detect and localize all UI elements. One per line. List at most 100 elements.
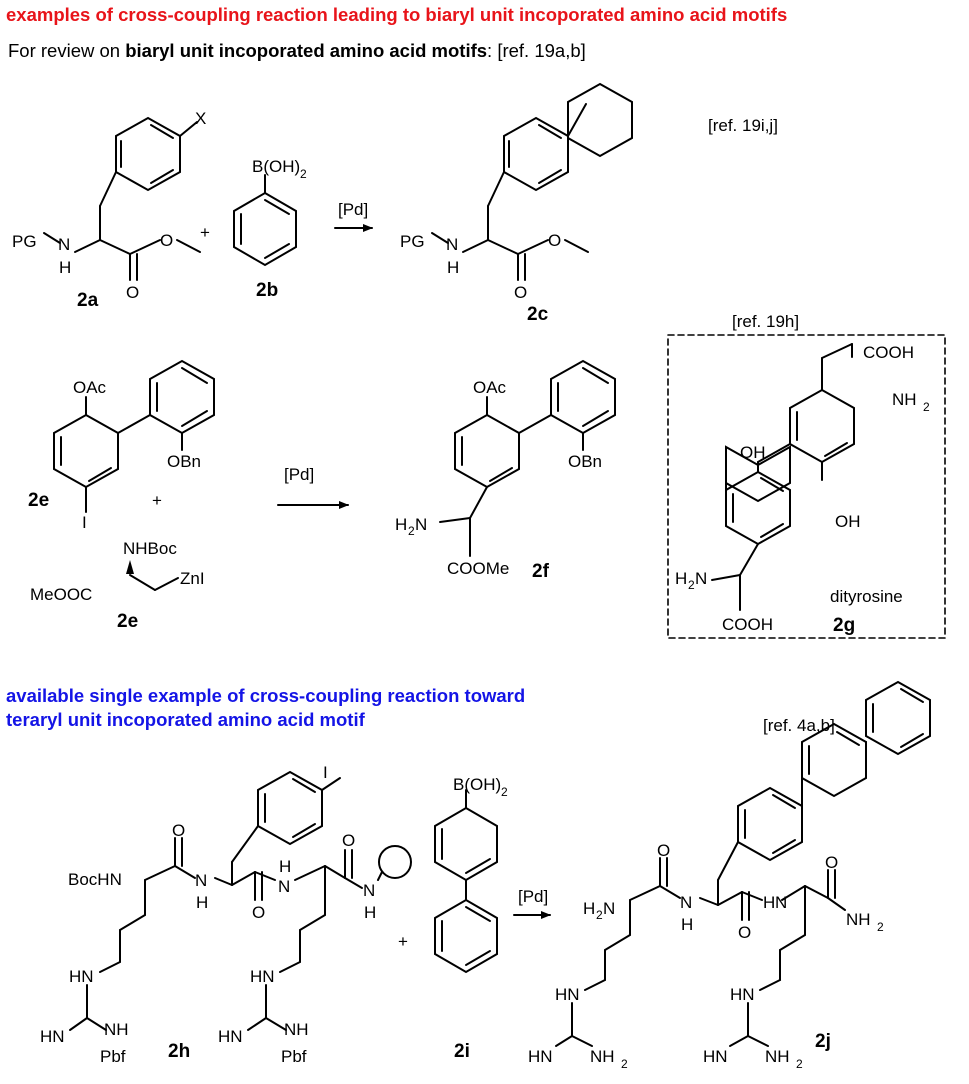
atom-N-2h-3: N <box>363 881 375 900</box>
molecule-2b <box>233 174 297 267</box>
atom-H2N-2g-sub: 2 <box>688 578 695 592</box>
atom-X: X <box>195 109 206 128</box>
atom-H2N-2g: H <box>675 569 687 588</box>
molecule-2f <box>439 359 616 557</box>
molecule-2e-aryl <box>53 359 215 513</box>
atom-BOH-2b-sub: 2 <box>300 167 307 181</box>
atom-PG-2c: PG <box>400 232 425 251</box>
label-2c: 2c <box>527 304 549 325</box>
molecule-2a <box>43 116 201 281</box>
atom-H2N-2j-N: N <box>603 899 615 918</box>
reagent-pd-1: [Pd] <box>338 200 368 219</box>
atom-O-2c-1: O <box>514 283 527 302</box>
atom-PG-2a: PG <box>12 232 37 251</box>
atom-OBn-2e: OBn <box>167 452 201 471</box>
ref-19ij: [ref. 19i,j] <box>708 116 778 135</box>
atom-HN-2h-4: HN <box>218 1027 243 1046</box>
atom-MeOOC: MeOOC <box>30 585 92 604</box>
review-prefix: For review on <box>8 40 126 61</box>
atom-HN-2j-4: HN <box>703 1047 728 1066</box>
label-dityrosine: dityrosine <box>830 587 903 606</box>
atom-O-2c-2: O <box>548 231 561 250</box>
atom-HN-2h-2: HN <box>40 1027 65 1046</box>
atom-H-2j-1: H <box>681 915 693 934</box>
atom-HN-2j-3: HN <box>730 985 755 1004</box>
label-2f: 2f <box>532 561 550 582</box>
atom-NH2-2j-2: NH <box>590 1047 615 1066</box>
label-2j: 2j <box>815 1031 831 1052</box>
section-title-teraryl-1: available single example of cross-coupli… <box>6 685 526 706</box>
atom-HN-2h-1: HN <box>69 967 94 986</box>
molecule-2i <box>434 789 498 974</box>
atom-BOH-2i-sub: 2 <box>501 785 508 799</box>
atom-OAc-2e: OAc <box>73 378 107 397</box>
plus-3: + <box>398 932 408 951</box>
label-2e-bottom: 2e <box>117 611 138 632</box>
atom-H-2h-2: H <box>279 857 291 876</box>
atom-Pbf-2h-1: Pbf <box>100 1047 126 1066</box>
atom-NH2-2j: NH <box>846 910 871 929</box>
atom-NHBoc: NHBoc <box>123 539 177 558</box>
label-2g: 2g <box>833 615 855 636</box>
atom-Pbf-2h-2: Pbf <box>281 1047 307 1066</box>
label-2i: 2i <box>454 1041 470 1062</box>
molecule-2h <box>69 770 412 1031</box>
atom-H2N-2j-sub: 2 <box>596 908 603 922</box>
plus-1: + <box>200 223 210 242</box>
atom-N-2a: N <box>58 235 70 254</box>
atom-O-2a-2: O <box>160 231 173 250</box>
atom-H-2h-1: H <box>196 893 208 912</box>
atom-NH2-2g-top: NH <box>892 390 917 409</box>
atom-N-2j-1: N <box>680 893 692 912</box>
atom-O-2j-2: O <box>738 923 751 942</box>
atom-O-2h-1: O <box>172 821 185 840</box>
atom-ZnI: ZnI <box>180 569 205 588</box>
atom-O-2j-3: O <box>825 853 838 872</box>
atom-NH2-2j-3-sub: 2 <box>796 1057 803 1071</box>
atom-H2N-2f: H <box>395 515 407 534</box>
molecule-2e-zinc <box>126 560 179 591</box>
reagent-pd-2: [Pd] <box>284 465 314 484</box>
atom-H2N-2f-N: N <box>415 515 427 534</box>
review-note: For review on biaryl unit incoporated am… <box>8 40 586 62</box>
atom-O-2h-2: O <box>342 831 355 850</box>
atom-N-2c: N <box>446 235 458 254</box>
atom-COOH-2g-bottom: COOH <box>722 615 773 634</box>
atom-COOMe-2f: COOMe <box>447 559 509 578</box>
atom-H2N-2j: H <box>583 899 595 918</box>
atom-O-2h-3: O <box>252 903 265 922</box>
label-2e-top: 2e <box>28 490 49 511</box>
molecule-2g <box>667 334 946 639</box>
review-suffix: : [ref. 19a,b] <box>487 40 586 61</box>
atom-N-2j-2: N <box>775 893 787 912</box>
atom-NH-2h-1: NH <box>104 1020 129 1039</box>
atom-COOH-2g-top: COOH <box>863 343 914 362</box>
atom-OAc-2f: OAc <box>473 378 507 397</box>
atom-H-2a: H <box>59 258 71 277</box>
atom-NH2-2j-3: NH <box>765 1047 790 1066</box>
atom-NH2-2j-2-sub: 2 <box>621 1057 628 1071</box>
atom-OH-2g-1: OH <box>740 443 766 462</box>
atom-HN-2h-3: HN <box>250 967 275 986</box>
atom-HN-2j-1: HN <box>555 985 580 1004</box>
label-2a: 2a <box>77 290 99 311</box>
atom-I-2e: I <box>82 513 87 532</box>
atom-H2N-2f-sub: 2 <box>408 524 415 538</box>
molecule-2j <box>555 680 931 1047</box>
section-title-biaryl: examples of cross-coupling reaction lead… <box>6 4 788 25</box>
atom-O-2j-1: O <box>657 841 670 860</box>
atom-BocHN: BocHN <box>68 870 122 889</box>
atom-O-2a-1: O <box>126 283 139 302</box>
atom-NH2-2j-sub: 2 <box>877 920 884 934</box>
review-bold: biaryl unit incoporated amino acid motif… <box>125 40 488 61</box>
plus-2: + <box>152 491 162 510</box>
ref-4ab: [ref. 4a,b] <box>763 716 835 735</box>
atom-HN-2j-2: HN <box>528 1047 553 1066</box>
atom-H2N-2g-N: N <box>695 569 707 588</box>
atom-H-2j-2: H <box>763 893 775 912</box>
atom-NH-2h-2: NH <box>284 1020 309 1039</box>
atom-I-2h: I <box>323 763 328 782</box>
atom-BOH-2b: B(OH) <box>252 157 300 176</box>
atom-OBn-2f: OBn <box>568 452 602 471</box>
